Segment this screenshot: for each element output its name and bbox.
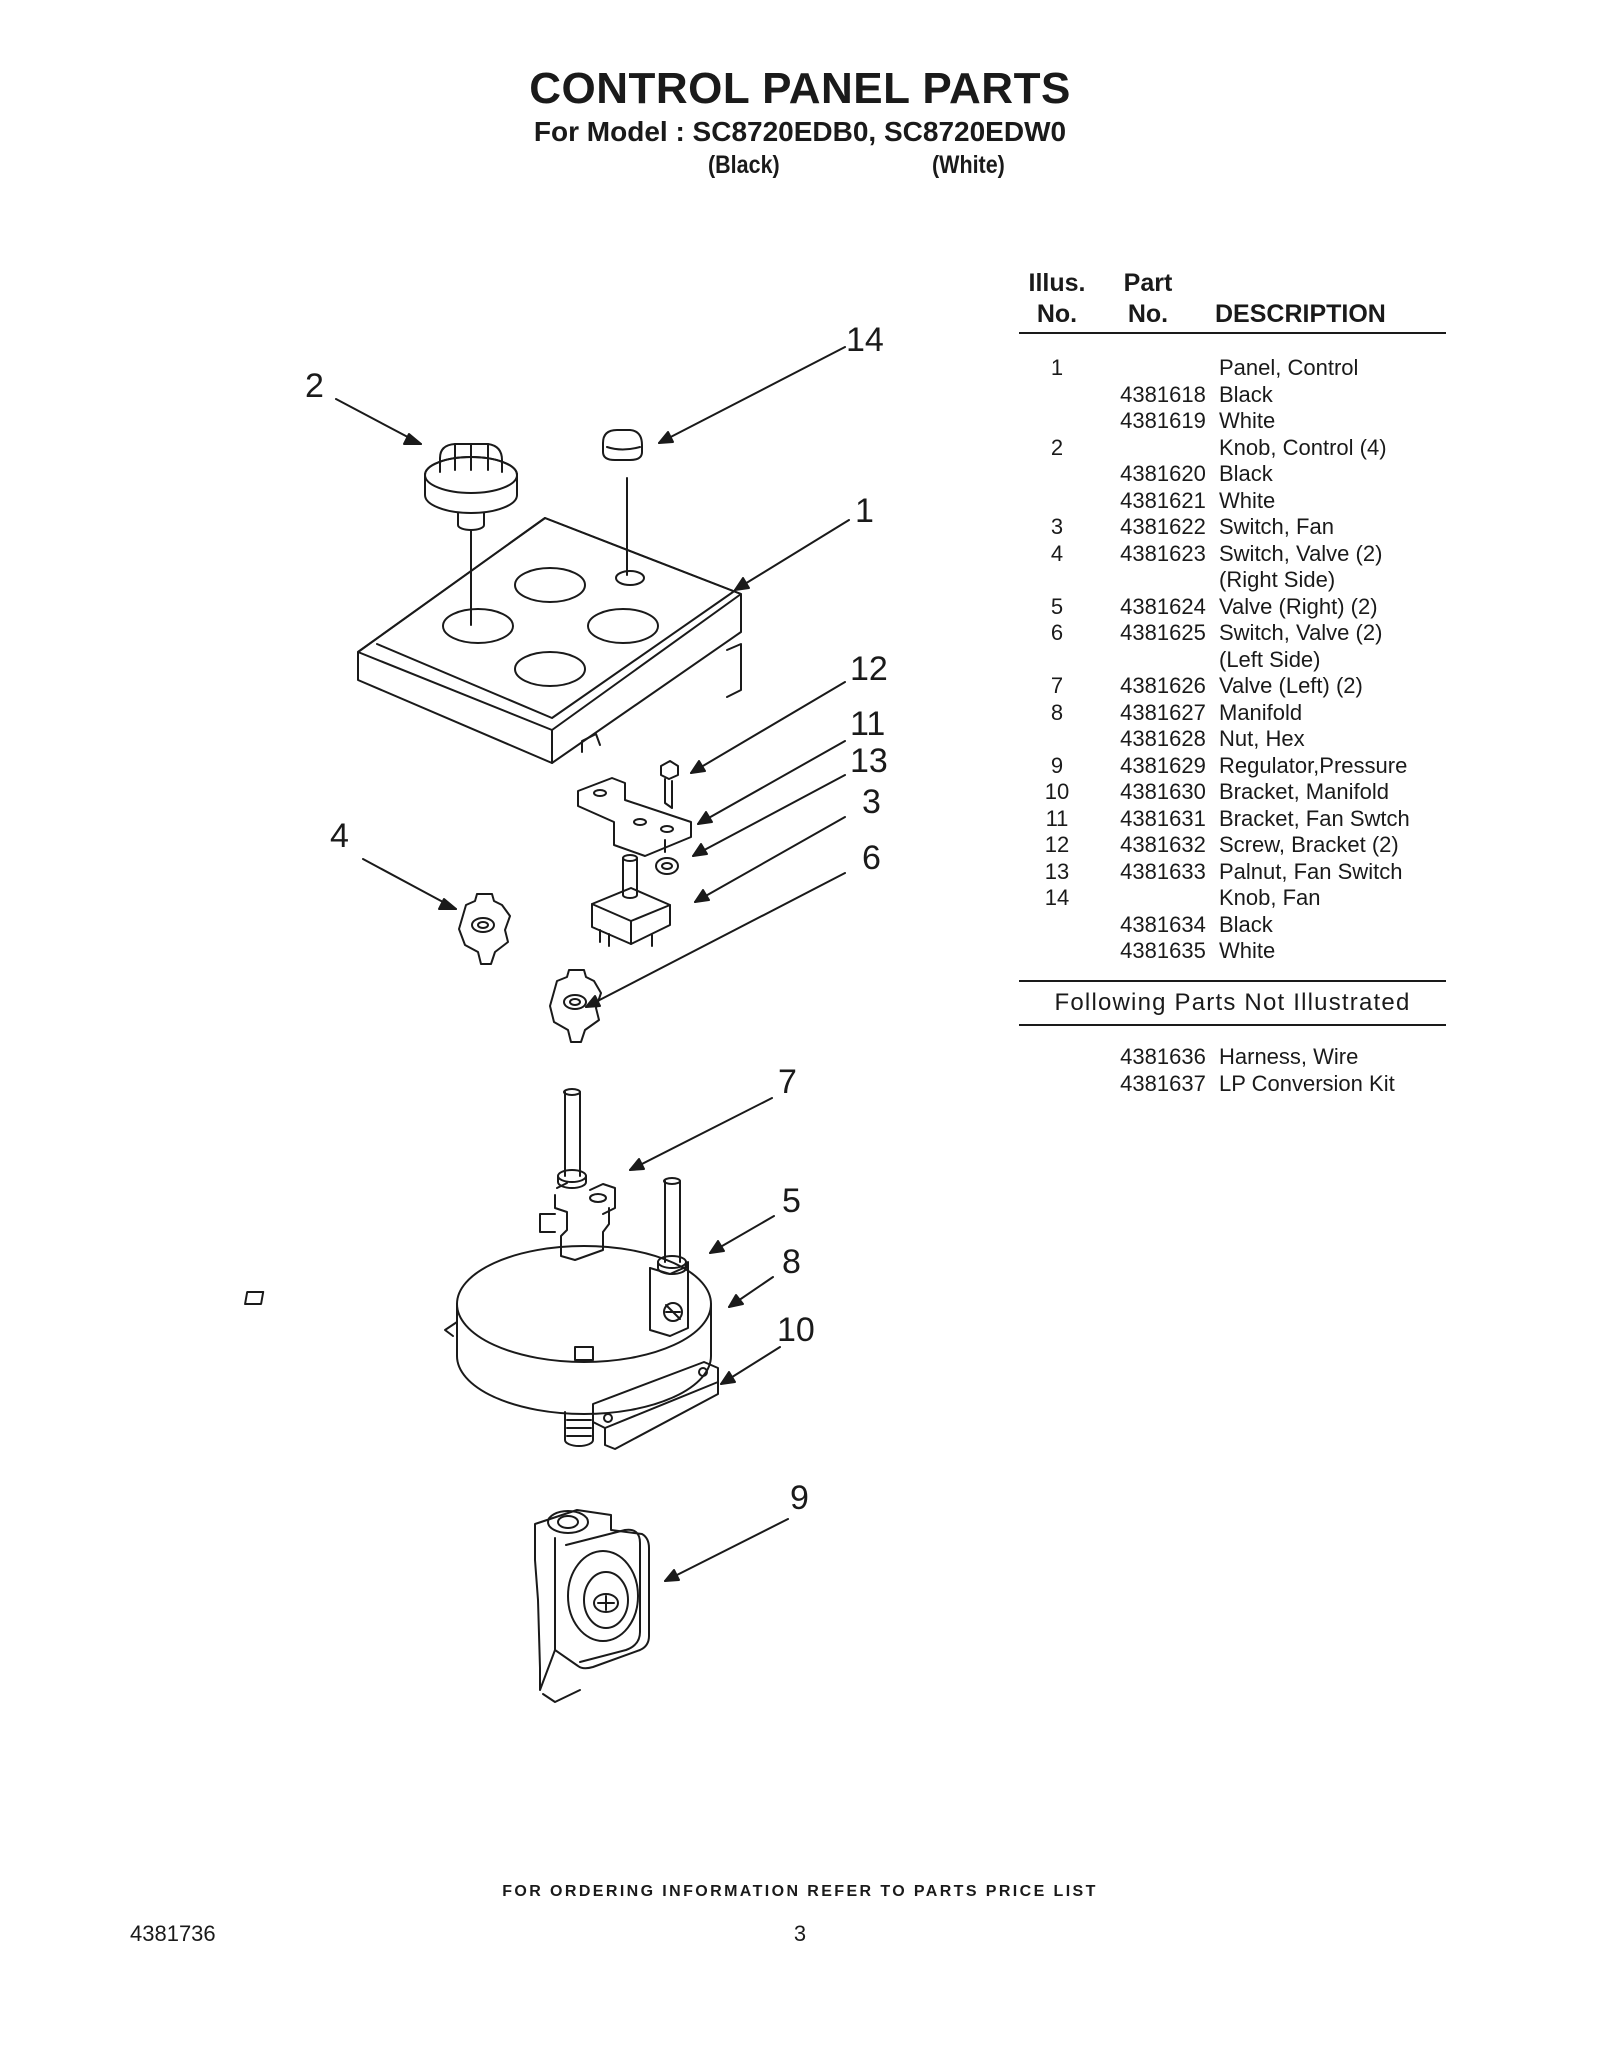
callout-number: 4 [330, 817, 349, 855]
callout-number: 8 [782, 1243, 801, 1281]
callout-number: 12 [850, 650, 888, 688]
fan-bracket-icon [577, 777, 692, 857]
pressure-regulator-icon [534, 1509, 650, 1703]
header-part-line1: Part [1123, 269, 1173, 297]
callout-number: 14 [846, 321, 884, 359]
callout-number: 5 [782, 1182, 801, 1220]
palnut-icon [655, 857, 679, 875]
callout-number: 2 [305, 367, 324, 405]
callout-arrows [335, 346, 850, 1582]
table-row: (Left Side) [1219, 646, 1321, 672]
header-description: DESCRIPTION [1215, 300, 1386, 328]
callout-number: 1 [855, 492, 874, 530]
table-row: (Right Side) [1219, 567, 1336, 592]
callout-number: 7 [778, 1063, 797, 1101]
manifold-bracket-icon [592, 1361, 719, 1450]
callout-number: 10 [777, 1311, 815, 1349]
header-illus-line1: Illus. [1028, 269, 1086, 297]
control-panel-icon [357, 517, 742, 764]
header-rule [1019, 332, 1446, 334]
header-part-line2: No. [1127, 300, 1169, 328]
model-line: For Model : SC8720EDB0, SC8720EDW0 [533, 116, 1067, 147]
manifold-icon [244, 1245, 712, 1447]
callout-number: 9 [790, 1479, 809, 1517]
variant-white-label: (White) [932, 151, 1005, 179]
callout-number: 13 [850, 742, 888, 780]
section-rule [1019, 980, 1446, 982]
callout-number: 6 [862, 839, 881, 877]
callout-number: 11 [850, 705, 885, 743]
valve-icon [539, 1088, 616, 1261]
variant-black-label: (Black) [708, 151, 780, 179]
document-number: 4381736 [130, 1921, 216, 1946]
knob-control-icon [424, 443, 518, 626]
header-illus-line2: No. [1036, 300, 1078, 328]
callout-number: 3 [862, 783, 881, 821]
valve-switch-icon [549, 969, 602, 1043]
page-title: CONTROL PANEL PARTS [529, 64, 1071, 113]
screw-icon [660, 760, 679, 809]
knob-fan-icon [602, 429, 643, 576]
page-number: 3 [793, 1921, 807, 1946]
valve-icon [649, 1177, 689, 1337]
section-rule [1019, 1024, 1446, 1026]
not-illustrated-heading: Following Parts Not Illustrated [1054, 989, 1411, 1016]
valve-switch-icon [458, 893, 511, 965]
ordering-note: FOR ORDERING INFORMATION REFER TO PARTS … [502, 1883, 1098, 1900]
fan-switch-icon [591, 854, 671, 947]
